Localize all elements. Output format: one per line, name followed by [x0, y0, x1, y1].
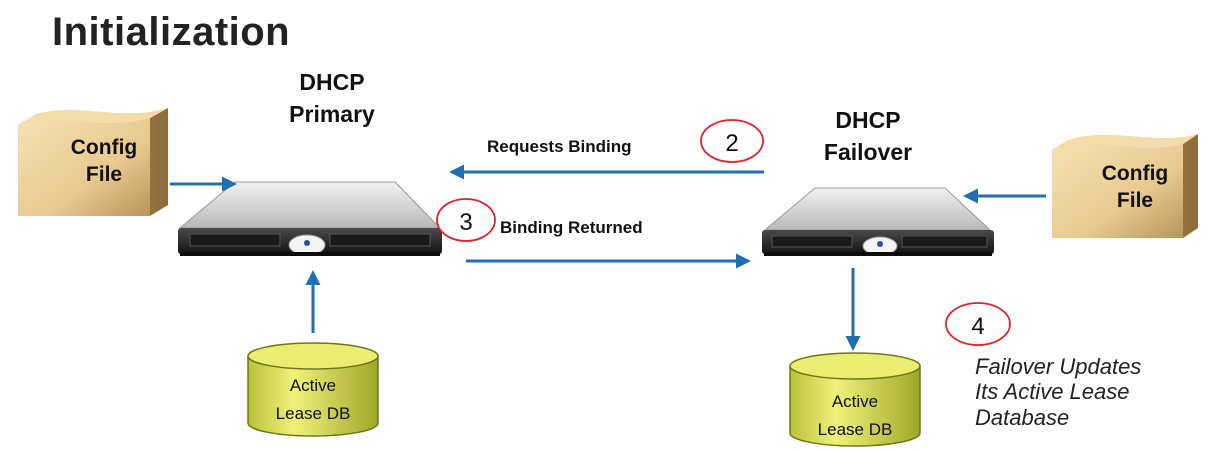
step-4-number: 4 — [971, 313, 985, 340]
config-file-left-label: Config File — [56, 134, 152, 189]
config-file-left-icon — [18, 108, 168, 216]
note-line2: Its Active Lease — [975, 379, 1130, 405]
primary-label-line1: DHCP — [299, 69, 365, 95]
config-left-line1: Config — [70, 136, 138, 159]
binding-returned-label: Binding Returned — [500, 218, 643, 237]
config-file-right-icon — [1052, 134, 1198, 238]
db-left-label: Active Lease DB — [258, 372, 368, 428]
primary-label-line2: Primary — [289, 101, 375, 128]
active-lease-db-right-icon — [789, 352, 921, 447]
step-2-number: 2 — [725, 130, 739, 157]
primary-label: DHCP Primary — [262, 66, 402, 130]
note-line1: Failover Updates — [975, 354, 1142, 379]
config-right-line2: File — [1116, 189, 1154, 213]
requests-binding-label: Requests Binding — [487, 137, 632, 156]
db-right-label: Active Lease DB — [800, 388, 910, 444]
failover-label: DHCP Failover — [798, 104, 938, 168]
note-line3: Database — [975, 404, 1070, 430]
config-right-line1: Config — [1101, 162, 1169, 185]
db-left-line1: Active — [289, 376, 337, 395]
step-4-circle — [945, 302, 1011, 346]
step-2-circle — [700, 119, 764, 163]
active-lease-db-left-icon — [247, 342, 379, 437]
page-title: Initialization — [52, 10, 291, 54]
dhcp-failover-server-icon — [762, 187, 994, 256]
config-left-line2: File — [85, 163, 123, 187]
db-right-line2: Lease DB — [817, 420, 893, 440]
db-right-line1: Active — [831, 392, 879, 411]
config-file-right-label: Config File — [1087, 160, 1183, 215]
failover-label-line1: DHCP — [835, 107, 901, 133]
step-3-number: 3 — [459, 209, 473, 236]
failover-update-note: Failover Updates Its Active Lease Databa… — [975, 354, 1211, 430]
failover-label-line2: Failover — [823, 139, 913, 166]
db-left-line2: Lease DB — [275, 404, 351, 424]
step-3-circle — [436, 198, 496, 242]
dhcp-primary-server-icon — [178, 181, 442, 256]
